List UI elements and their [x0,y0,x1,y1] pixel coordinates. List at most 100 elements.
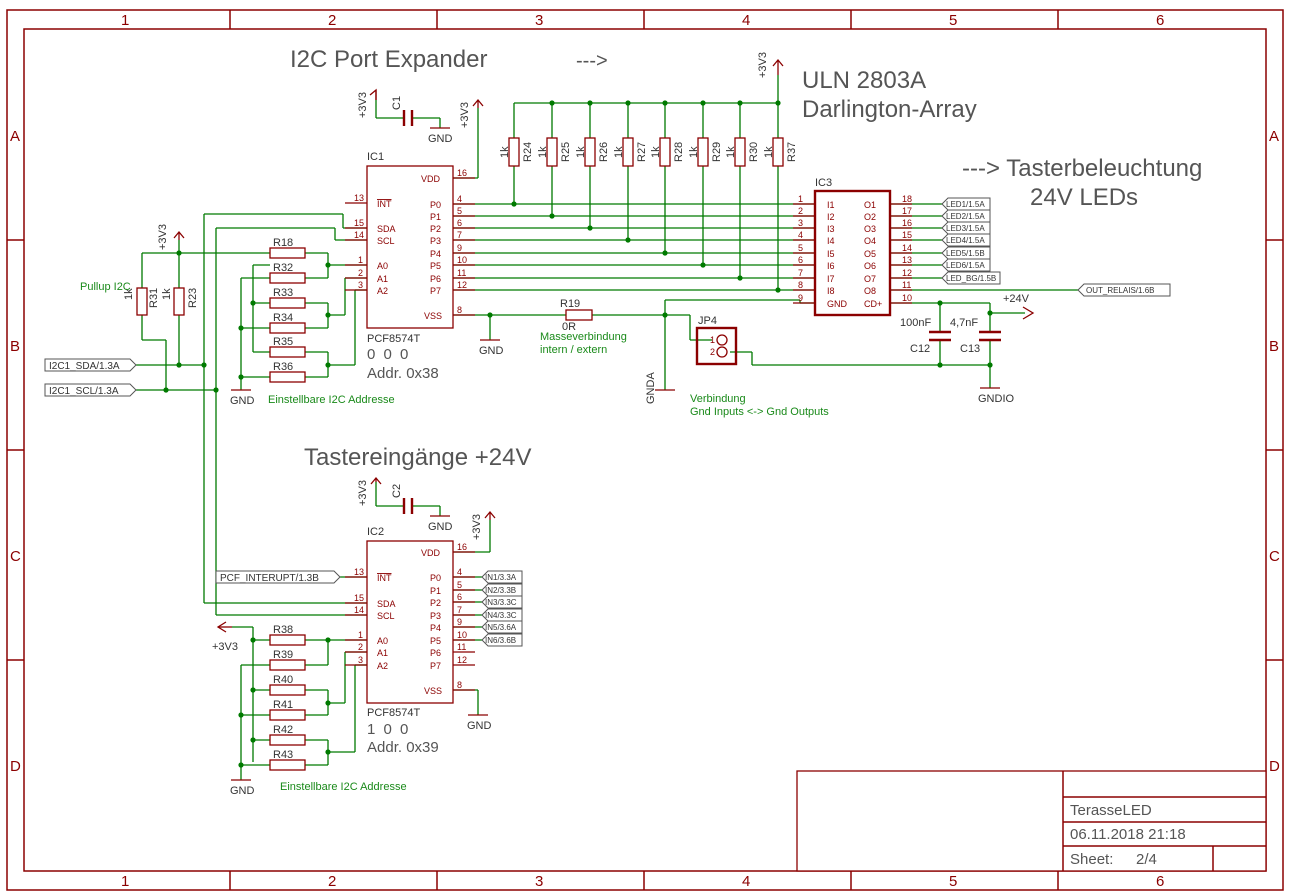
ic3-left-pin-num: 4 [798,230,803,240]
led-flag-shape [941,197,991,211]
led-flag-text: LED2/1.5A [946,212,985,221]
r41-label: R41 [273,699,293,711]
input-flag-shape [481,583,523,597]
ic2-pin-11-num: 11 [457,642,466,652]
ic3-left-pin-name: I3 [827,224,835,234]
ic1-pin-p7: P7 [430,286,441,296]
ic2-pin-p1: P1 [430,586,441,596]
ic3-left-pin-num: 8 [798,280,803,290]
ic1-pin-p2: P2 [430,224,441,234]
note-addr1: Einstellbare I2C Addresse [268,394,395,406]
ic3-name: IC3 [815,177,832,189]
ic1-pin-p4: P4 [430,249,441,259]
ic1-pin-10-num: 10 [457,255,467,265]
c12-label: C12 [910,343,930,355]
r43-label: R43 [273,749,293,761]
ic1-pin-scl: SCL [377,236,395,246]
ic3-uln2803a: IC3 1I118O12I217O23I316O34I415O45I514O56… [793,177,912,317]
r28-value: 1k [650,146,662,158]
ic3-left-pin-num: 1 [798,194,803,204]
title-date: 06.11.2018 21:18 [1070,826,1186,843]
ic3-left-pin-name: I1 [827,200,835,210]
ic2-pin-p2: P2 [430,598,441,608]
sda-flag: I2C1_SDA/1.3A [44,358,137,372]
led-flag-text: LED4/1.5A [946,236,985,245]
c1-label: C1 [391,96,403,110]
ic1-pin-15-num: 15 [354,218,364,228]
input-flag-shape [481,595,523,609]
ic3-pins: 1I118O12I217O23I316O34I415O45I514O56I613… [793,194,912,309]
ic1-pin-9-num: 9 [457,243,462,253]
capacitors: C1 C2 100nF C12 4,7nF C13 [391,96,1001,514]
heading-tasterbeleuchtung: ---> Tasterbeleuchtung [962,155,1202,182]
led-flag-text: LED_BG/1.5B [946,274,996,283]
ic1-pin-p6: P6 [430,274,441,284]
ic2-bits: 1 0 0 [367,721,410,738]
ic1-pcf8574t: IC1 PCF8574T 0 0 0 Addr. 0x38 13 INT 15 … [345,151,475,382]
ic2-pin-vss: VSS [424,686,442,696]
r26-label: R26 [598,142,610,162]
r31-value: 1k [123,288,135,300]
ic3-right-pin-name: O1 [864,200,876,210]
ic1-pin-12-num: 12 [457,280,467,290]
note-masse-1: Masseverbindung [540,331,627,343]
ic2-pin-scl: SCL [377,611,395,621]
ic1-pin-vdd: VDD [421,174,441,184]
row-label-b-right: B [1269,338,1279,355]
led-flag-text: LED3/1.5A [946,224,985,233]
gnd-c1-label: GND [428,133,453,145]
v33-addr2-label: +3V3 [212,641,238,653]
ic1-pin-5-num: 5 [457,206,462,216]
r19-value: 0R [562,321,576,333]
ic2-pin-1-num: 1 [358,630,363,640]
led-flags: LED1/1.5ALED2/1.5ALED3/1.5ALED4/1.5ALED5… [941,197,1001,285]
heading-arrow: ---> [576,50,608,72]
row-label-d: D [10,758,21,775]
r25-label: R25 [560,142,572,162]
led-flag-shape [941,271,1001,285]
ic3-right-pin-name: O2 [864,212,876,222]
ic2-pin-8-num: 8 [457,680,462,690]
out-relais-flag: OUT_RELAIS/1.6B [1077,283,1171,297]
c13-label: C13 [960,343,980,355]
i2c-pullups: 1k R31 1k R23 [123,287,199,316]
ic2-name: IC2 [367,526,384,538]
ic1-pin-11-num: 11 [457,268,466,278]
input-flag-text: IN2/3.3B [485,586,516,595]
ic1-pin-6-num: 6 [457,218,462,228]
ic1-pin-3-num: 3 [358,280,363,290]
ic1-part: PCF8574T [367,333,420,345]
ic1-pin-int: INT [377,199,392,209]
ic2-pin-p7: P7 [430,661,441,671]
r34-label: R34 [273,312,293,324]
ic3-right-pin-name: O4 [864,236,876,246]
ic2-part: PCF8574T [367,707,420,719]
ic2-pin-4-num: 4 [457,567,462,577]
input-flag-shape [481,633,523,647]
title-project: TerasseLED [1070,802,1152,819]
title-sheet-value: 2/4 [1136,851,1157,868]
ic2-pin-a2: A2 [377,661,388,671]
ic3-right-pin-name: O5 [864,249,876,259]
led-flag-shape [941,246,991,260]
v33-c2-label: +3V3 [357,480,369,506]
r37-label: R37 [786,142,798,162]
ic1-pin-p5: P5 [430,261,441,271]
col-label-4: 4 [742,12,750,29]
ic1-pin-13-num: 13 [354,193,364,203]
ic3-right-pin-num: 18 [902,194,912,204]
ic1-pin-vss: VSS [424,311,442,321]
ic1-pin-16-num: 16 [457,168,467,178]
v33-c1-label: +3V3 [357,92,369,118]
ic2-pin-sda: SDA [377,599,396,609]
power-symbols: +3V3 +3V3 GND +3V3 GND GNDA GNDIO +24V +… [157,52,1035,797]
led-flag-text: LED5/1.5B [946,249,985,258]
r25-value: 1k [537,146,549,158]
ic1-addr: Addr. 0x38 [367,365,439,382]
ic3-right-pin-num: 13 [902,255,912,265]
note-addr2: Einstellbare I2C Addresse [280,781,407,793]
v24-label: +24V [1003,293,1030,305]
scl-flag-text: I2C1_SCL/1.3A [49,386,119,397]
ic2-pin-12-num: 12 [457,655,467,665]
